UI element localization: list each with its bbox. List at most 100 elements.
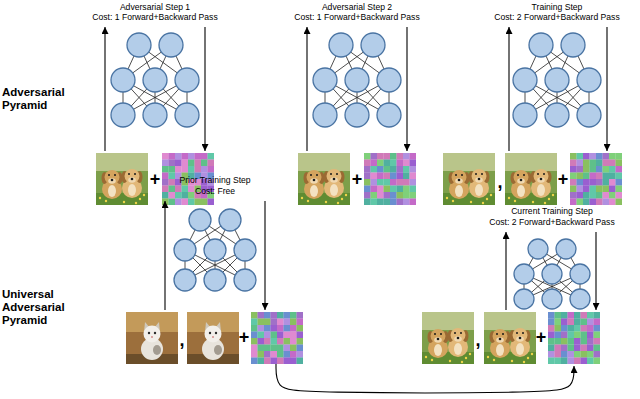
noise-cell: [277, 338, 284, 345]
noise-cell: [609, 179, 616, 186]
noise-cell: [596, 186, 603, 193]
noise-cell: [258, 312, 265, 319]
photo-flower: [99, 197, 101, 199]
noise-cell: [297, 338, 304, 345]
noise-cell: [384, 186, 391, 193]
noise-cell: [271, 332, 278, 339]
dog-photo: [298, 153, 350, 205]
puppy-muzzle: [330, 177, 338, 183]
flow-arrow: [164, 201, 165, 310]
noise-cell: [581, 319, 588, 326]
noise-cell: [581, 332, 588, 339]
noise-cell: [583, 153, 590, 160]
network-neuron: [514, 289, 534, 309]
puppy-chest: [310, 185, 318, 197]
noise-cell: [182, 192, 189, 199]
flow-arrow: [306, 27, 307, 151]
photo-flower: [307, 200, 309, 202]
perturbation-noise: [570, 153, 622, 205]
noise-cell: [577, 186, 584, 193]
noise-cell: [596, 199, 603, 206]
network-neuron: [313, 103, 337, 127]
noise-cell: [284, 325, 291, 332]
noise-cell: [390, 179, 397, 186]
network-neuron: [570, 289, 590, 309]
noise-cell: [603, 173, 610, 180]
noise-cell: [403, 199, 410, 206]
noise-cell: [561, 325, 568, 332]
noise-cell: [410, 160, 417, 167]
cat-photo: [187, 312, 239, 364]
network-neuron: [111, 103, 135, 127]
noise-cell: [574, 351, 581, 358]
noise-cell: [561, 338, 568, 345]
noise-cell: [555, 338, 562, 345]
noise-cell: [603, 186, 610, 193]
noise-cell: [548, 319, 555, 326]
noise-cell: [169, 199, 176, 206]
photo-flower: [552, 194, 554, 196]
puppy-head: [534, 169, 549, 183]
step-cost: Cost: 2 Forward+Backward Pass: [494, 13, 619, 23]
photo-flower: [345, 194, 347, 196]
network-neuron: [528, 239, 548, 259]
noise-cell: [201, 153, 208, 160]
flow-arrow: [505, 232, 506, 310]
puppy-chest: [537, 184, 545, 196]
network-neuron: [313, 68, 337, 92]
puppy-muzzle: [128, 177, 136, 183]
noise-cell: [384, 199, 391, 206]
noise-cell: [581, 325, 588, 332]
flow-arrow: [204, 27, 205, 151]
noise-cell: [371, 160, 378, 167]
network-neuron: [175, 103, 199, 127]
noise-cell: [570, 186, 577, 193]
photo-ground: [187, 312, 239, 364]
photo-flower: [446, 197, 448, 199]
noise-cell: [175, 160, 182, 167]
photo-flower: [452, 200, 454, 202]
noise-cell: [577, 179, 584, 186]
neural-network: [313, 33, 401, 127]
noise-cell: [590, 166, 597, 173]
puppy-muzzle: [434, 337, 442, 343]
noise-cell: [609, 186, 616, 193]
kitten-head: [144, 326, 161, 343]
photo-ground: [443, 153, 495, 205]
noise-cell: [587, 325, 594, 332]
dog-photo: [484, 312, 536, 364]
noise-cell: [175, 166, 182, 173]
neural-network: [513, 33, 601, 127]
noise-cell: [390, 166, 397, 173]
carry-over-arrow: [276, 364, 574, 393]
noise-cell: [371, 173, 378, 180]
kitten-eye: [215, 332, 217, 334]
puppy-eye: [543, 173, 545, 175]
noise-cell: [188, 160, 195, 167]
puppy-eye: [434, 333, 436, 335]
network-neuron: [143, 68, 167, 92]
puppy-nose: [313, 179, 316, 182]
noise-cell: [577, 173, 584, 180]
noise-cell: [290, 312, 297, 319]
network-neuron: [345, 68, 369, 92]
noise-cell: [583, 192, 590, 199]
network-neuron: [529, 33, 553, 57]
noise-cell: [561, 358, 568, 365]
flow-arrow: [264, 201, 265, 310]
noise-cell: [574, 319, 581, 326]
puppy-eye: [454, 332, 456, 334]
noise-cell: [297, 345, 304, 352]
puppy-eye: [114, 174, 116, 176]
noise-cell: [594, 332, 601, 339]
network-neuron: [577, 68, 601, 92]
noise-cell: [208, 153, 215, 160]
dog-photo: [443, 153, 495, 205]
puppy-nose: [457, 337, 460, 340]
noise-cell: [548, 325, 555, 332]
noise-cell: [616, 173, 623, 180]
noise-cell: [587, 358, 594, 365]
noise-cell: [162, 173, 169, 180]
noise-cell: [568, 351, 575, 358]
noise-cell: [297, 312, 304, 319]
